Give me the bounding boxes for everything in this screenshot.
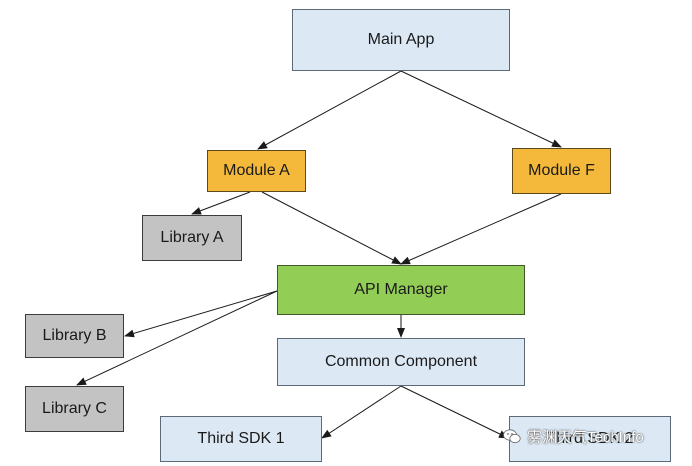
node-library-c: Library C: [25, 386, 124, 432]
node-module-a: Module A: [207, 150, 306, 192]
node-main-app: Main App: [292, 9, 510, 71]
edge-module-f-to-api-manager: [400, 193, 562, 265]
edge-api-manager-to-library-c: [76, 290, 278, 386]
edge-common-component-to-third-sdk-2: [400, 385, 509, 439]
node-third-sdk-1: Third SDK 1: [160, 416, 322, 462]
node-api-manager: API Manager: [277, 265, 525, 315]
edge-api-manager-to-library-b: [124, 290, 278, 338]
node-third-sdk-2: Third SDK 2: [509, 416, 671, 462]
node-module-f: Module F: [512, 148, 611, 194]
edge-main-to-module-f: [400, 70, 562, 148]
edge-common-component-to-third-sdk-1: [321, 385, 402, 439]
edge-module-a-to-api-manager: [261, 191, 402, 265]
edge-main-to-module-a: [257, 70, 402, 150]
edge-module-a-to-library-a: [191, 191, 251, 215]
node-library-b: Library B: [25, 314, 124, 358]
node-library-a: Library A: [142, 215, 242, 261]
node-common-component: Common Component: [277, 338, 525, 386]
